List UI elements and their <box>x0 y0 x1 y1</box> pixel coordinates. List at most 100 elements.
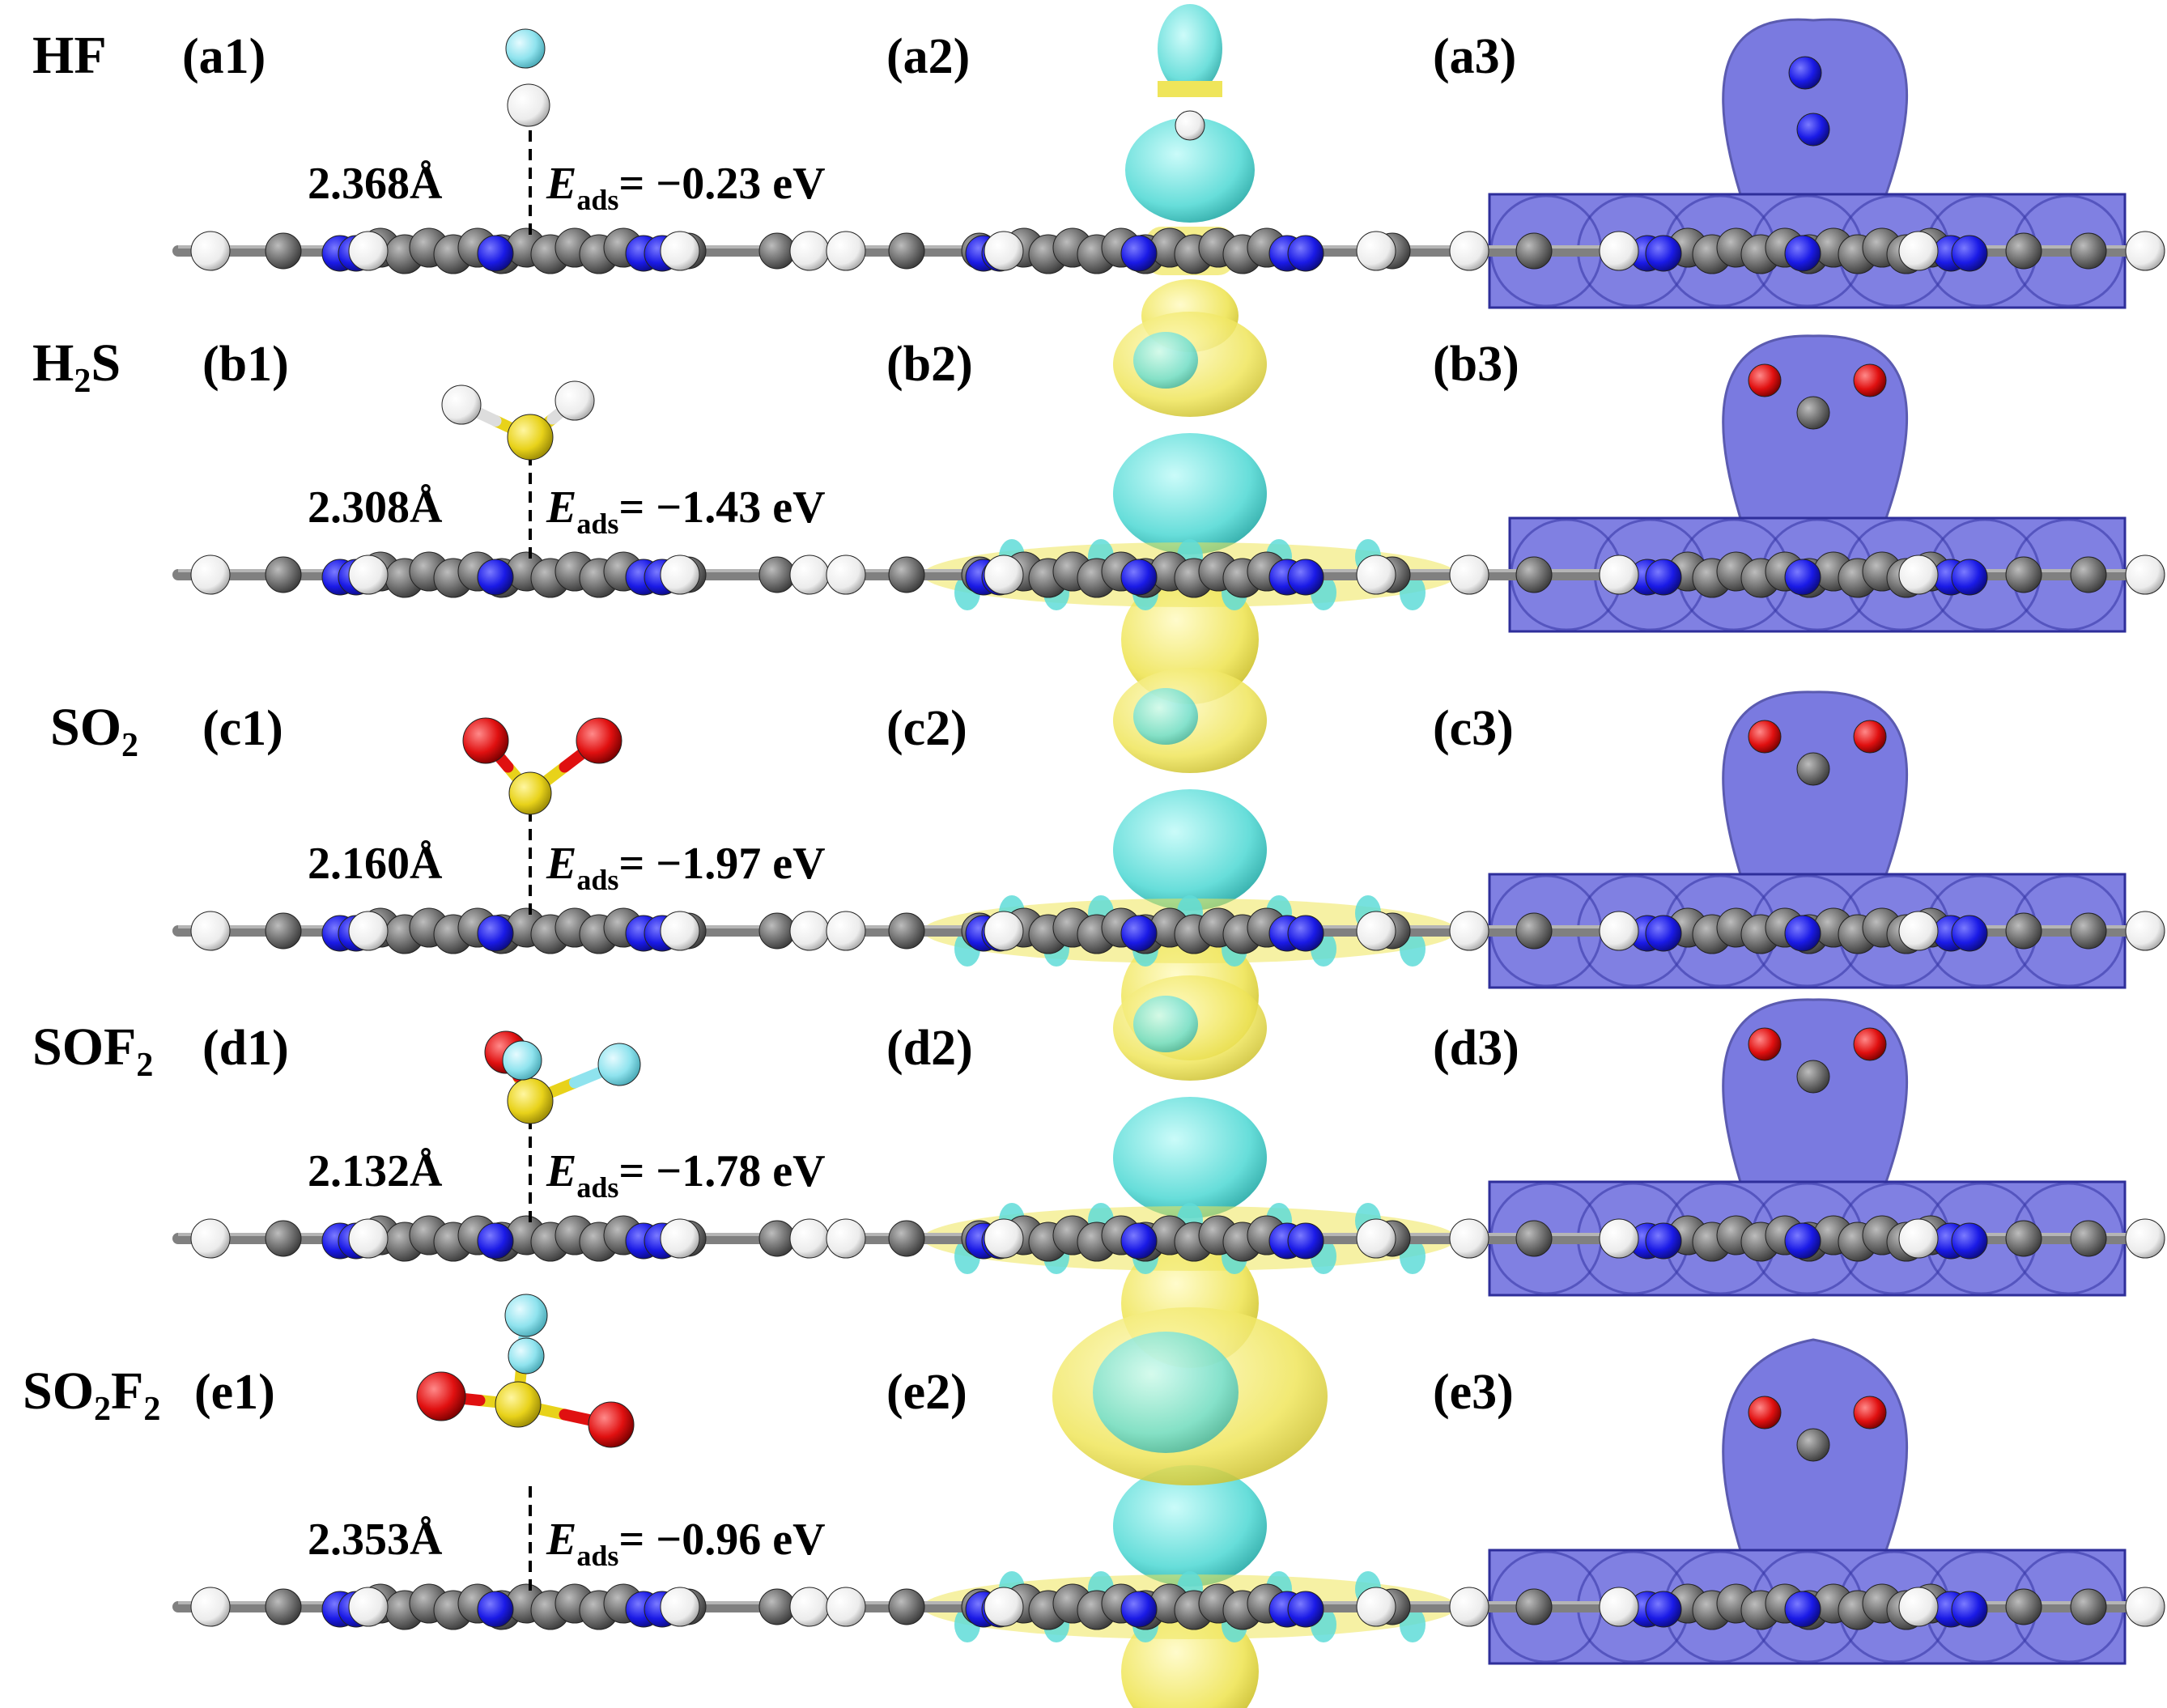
sulfur-atom <box>507 414 554 461</box>
hydrogen-atom <box>789 911 830 951</box>
hydrogen-atom <box>1356 1218 1396 1259</box>
nitrogen-atom <box>1645 1591 1682 1628</box>
hydrogen-atom <box>1599 1218 1639 1259</box>
nitrogen-atom <box>1951 1591 1988 1628</box>
adsorption-energy: Eads= −0.96 eV <box>546 1515 826 1572</box>
gas-name-main: SO <box>23 1362 94 1421</box>
carbon-atom <box>2070 1220 2107 1257</box>
carbon-atom <box>888 912 925 950</box>
fluorine-atom <box>1788 56 1822 90</box>
carbon-atom <box>2005 912 2042 950</box>
hydrogen-atom <box>1898 554 1939 595</box>
carbon-atom <box>1515 232 1553 270</box>
charge-difference-panel <box>826 312 1463 704</box>
panel-label: (b2) <box>886 337 973 392</box>
carbon-atom <box>2005 1220 2042 1257</box>
carbon-atom <box>1515 556 1553 593</box>
charge-accumulation-band <box>1158 81 1222 97</box>
hydrogen-atom <box>348 231 389 271</box>
bond-distance: 2.368Å <box>308 159 443 209</box>
carbon-atom <box>2070 1588 2107 1625</box>
hydrogen-atom <box>1599 1587 1639 1627</box>
oxygen-atom <box>1748 1027 1782 1061</box>
nitrogen-atom <box>1784 235 1821 272</box>
oxygen-atom <box>576 717 622 764</box>
nitrogen-atom <box>1287 235 1324 272</box>
oxygen-atom <box>1853 1396 1887 1430</box>
nitrogen-atom <box>477 235 514 272</box>
carbon-atom <box>265 912 302 950</box>
energy-value: = −1.78 eV <box>618 1146 825 1196</box>
carbon-atom <box>758 556 796 593</box>
hydrogen-atom <box>2125 911 2165 951</box>
carbon-atom <box>758 1588 796 1625</box>
charge-depletion-lobe <box>1133 996 1198 1052</box>
energy-subscript: ads <box>576 864 618 896</box>
fluorine-atom <box>504 1294 548 1337</box>
carbon-atom <box>888 232 925 270</box>
carbon-atom <box>2005 232 2042 270</box>
energy-symbol: E <box>546 839 576 889</box>
hydrogen-atom <box>660 911 700 951</box>
hydrogen-atom <box>1599 911 1639 951</box>
hydrogen-atom <box>1449 911 1489 951</box>
oxygen-atom <box>416 1371 466 1421</box>
hydrogen-atom <box>348 1218 389 1259</box>
oxygen-atom <box>1748 720 1782 754</box>
gas-name: HF <box>32 26 107 85</box>
hydrogen-atom <box>190 554 231 595</box>
energy-symbol: E <box>546 1146 576 1196</box>
adsorption-energy: Eads= −1.78 eV <box>546 1146 826 1204</box>
panel-label: (d2) <box>886 1021 973 1076</box>
nitrogen-atom <box>1287 915 1324 952</box>
adsorption-energy: Eads= −1.97 eV <box>546 839 826 896</box>
panel-label: (d1) <box>202 1021 289 1076</box>
elf-panel <box>1449 18 2165 309</box>
hydrogen-atom <box>1356 911 1396 951</box>
gas-name-main: SO <box>50 698 121 757</box>
hydrogen-atom <box>1599 231 1639 271</box>
oxygen-atom <box>462 717 509 764</box>
carbon-atom <box>1515 1588 1553 1625</box>
energy-value: = −1.43 eV <box>618 482 825 533</box>
sulfur-atom <box>507 1077 554 1124</box>
oxygen-atom <box>588 1401 635 1448</box>
panel-label: (b3) <box>1433 337 1519 392</box>
hydrogen-atom <box>984 554 1024 595</box>
oxygen-atom <box>1748 1396 1782 1430</box>
panel-label: (b1) <box>202 337 289 392</box>
nitrogen-atom <box>1784 1222 1821 1260</box>
energy-subscript: ads <box>576 1540 618 1572</box>
oxygen-atom <box>1853 363 1887 397</box>
charge-depletion-lobe <box>1158 4 1222 93</box>
elf-panel <box>1449 334 2165 633</box>
hydrogen-atom <box>441 385 482 425</box>
nitrogen-atom <box>1120 1222 1158 1260</box>
gas-name-sub: 2 <box>94 1391 111 1428</box>
nitrogen-atom <box>477 559 514 596</box>
gas-name-main: H <box>32 334 74 393</box>
charge-difference-panel <box>826 1307 1463 1708</box>
carbon-atom <box>2070 556 2107 593</box>
energy-value: = −0.96 eV <box>618 1515 825 1565</box>
charge-depletion-lobe <box>1125 117 1255 223</box>
elf-molecule-isosurface <box>1722 18 1909 196</box>
sulfur-atom <box>1796 752 1830 786</box>
nitrogen-atom <box>1645 1222 1682 1260</box>
fluorine-atom <box>597 1043 641 1086</box>
hydrogen-atom <box>826 1218 866 1259</box>
hydrogen-atom <box>660 231 700 271</box>
energy-symbol: E <box>546 159 576 209</box>
carbon-atom <box>265 1220 302 1257</box>
gas-name-sub: 2 <box>143 1391 160 1428</box>
hydrogen-atom <box>660 1587 700 1627</box>
sulfur-atom <box>508 771 552 815</box>
nitrogen-atom <box>1784 1591 1821 1628</box>
